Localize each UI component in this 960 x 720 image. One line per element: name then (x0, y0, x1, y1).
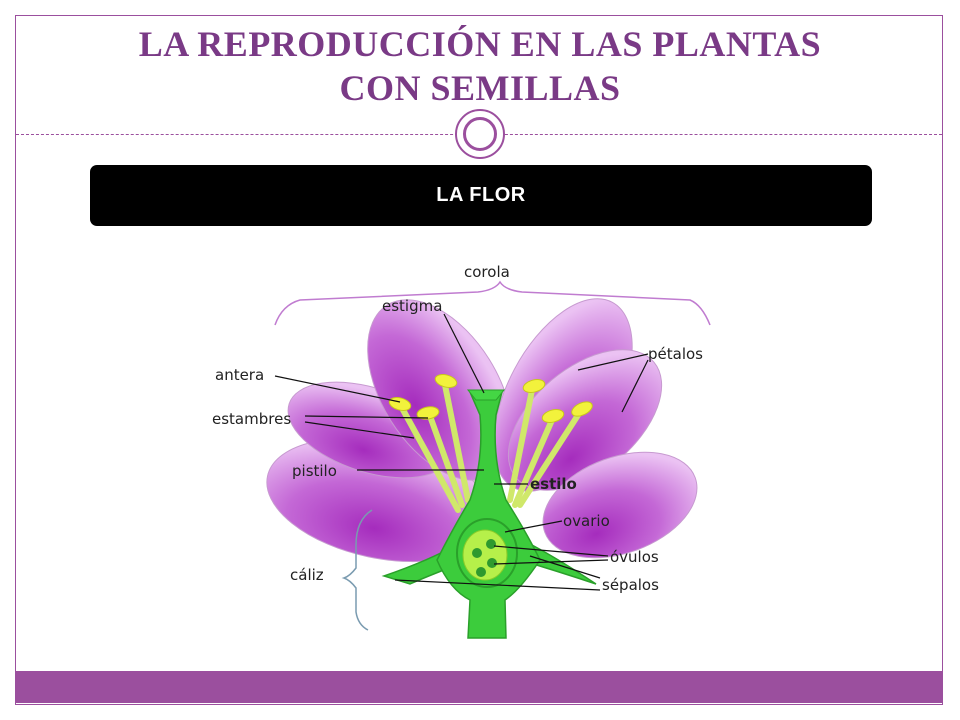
label-antera: antera (215, 366, 264, 384)
leader-estambres-1 (304, 415, 429, 419)
ovule-4 (476, 567, 486, 577)
label-corola: corola (464, 263, 510, 281)
stigma-tip (466, 389, 506, 401)
anther-1 (434, 374, 458, 388)
filament-4 (507, 387, 535, 503)
leader-petalos-2 (621, 359, 649, 413)
label-estambres: estambres (212, 410, 291, 428)
filament-3 (427, 413, 465, 508)
petal-right-bottom (542, 451, 698, 559)
stamens (399, 382, 583, 513)
anther-6 (571, 401, 593, 417)
label-sepalos: sépalos (602, 576, 659, 594)
anther-3 (416, 406, 440, 420)
anther-5 (541, 409, 565, 423)
title-line-1: LA REPRODUCCIÓN EN LAS PLANTAS (138, 24, 822, 64)
filament-2 (399, 405, 461, 513)
calyx-bracket (341, 509, 373, 631)
label-pistilo: pistilo (292, 462, 337, 480)
leader-ovulos-1 (493, 545, 609, 557)
slide-frame (15, 15, 943, 705)
leader-sepalos-1 (529, 555, 601, 579)
label-ovario: ovario (563, 512, 610, 530)
leader-ovario (504, 520, 563, 533)
title-line-2: CON SEMILLAS (339, 68, 621, 108)
label-caliz: cáliz (290, 566, 324, 584)
ovules (472, 539, 497, 577)
label-estilo: estilo (530, 475, 577, 493)
label-petalos: pétalos (648, 345, 703, 363)
pistil-body (436, 391, 541, 639)
filament-5 (512, 417, 555, 508)
leader-sepalos-2 (394, 579, 601, 591)
anthers (388, 374, 593, 423)
ovule-3 (487, 558, 497, 568)
leader-lines (274, 313, 649, 591)
page-title: LA REPRODUCCIÓN EN LAS PLANTAS CON SEMIL… (0, 22, 960, 110)
leader-estigma (443, 313, 485, 394)
section-header-bar: LA FLOR (90, 165, 872, 226)
leader-petalos-1 (577, 353, 649, 371)
divider-ring-inner (463, 117, 497, 151)
divider-ring-ornament (455, 109, 505, 159)
ovule-2 (472, 548, 482, 558)
filament-6 (517, 409, 583, 508)
label-ovulos: óvulos (610, 548, 659, 566)
leader-estambres-2 (304, 421, 415, 439)
section-header-label: LA FLOR (436, 184, 526, 206)
anther-4 (522, 379, 546, 393)
ovary-inner (462, 529, 508, 581)
footer-bar (16, 671, 942, 703)
filament-1 (442, 382, 471, 503)
corolla-bracket (274, 280, 711, 326)
ovule-1 (486, 539, 496, 549)
leader-antera (274, 375, 401, 403)
label-estigma: estigma (382, 297, 442, 315)
